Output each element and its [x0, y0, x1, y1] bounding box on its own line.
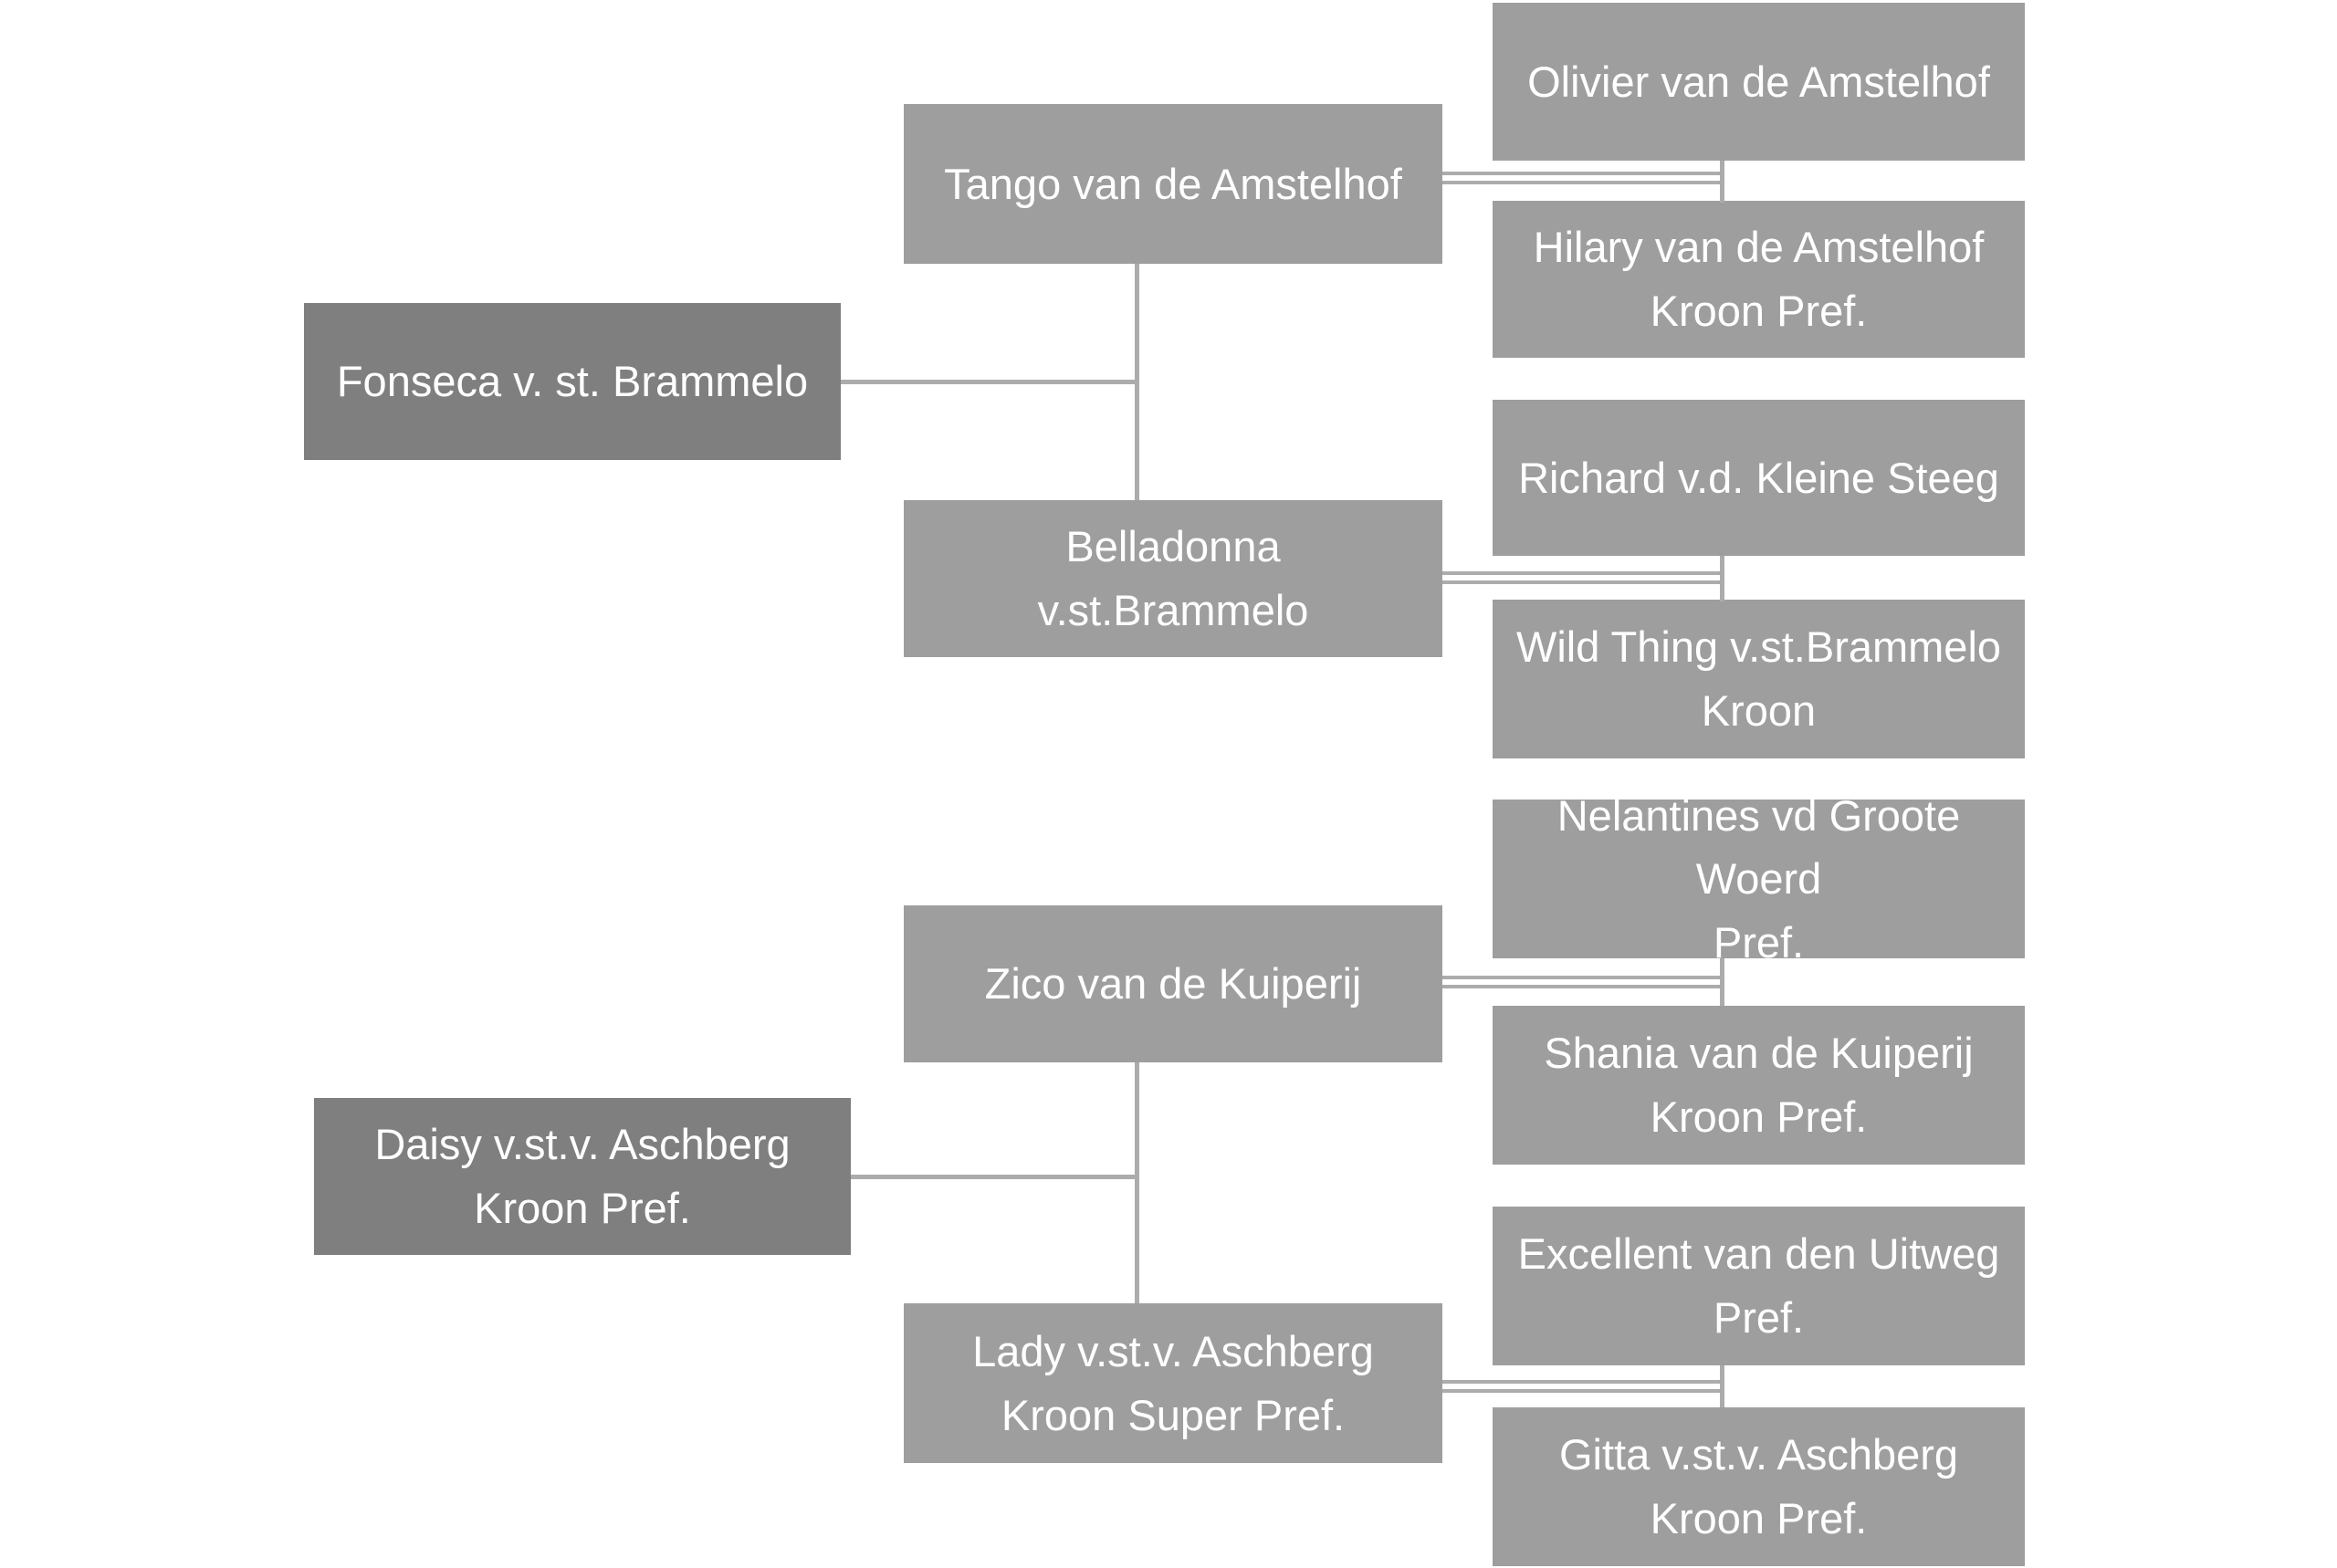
group1-sire-grandparents-cap: [1720, 161, 1724, 203]
group1-dam-grandparents-double-line: [1442, 571, 1724, 584]
group2-sire-label: Zico van de Kuiperij: [984, 959, 1362, 1009]
group2-sire-sire-node: Nelantines vd Groote Woerd Pref.: [1493, 791, 2025, 967]
group1-dam-node: Belladonna v.st.Brammelo: [904, 500, 1442, 657]
group2-dam-grandparents-double-line: [1442, 1380, 1724, 1393]
group2-sire-dam-label: Shania van de Kuiperij Kroon Pref.: [1544, 1029, 1974, 1141]
group1-subject-label: Fonseca v. st. Brammelo: [336, 357, 809, 406]
group2-dam-node: Lady v.st.v. Aschberg Kroon Super Pref.: [904, 1303, 1442, 1463]
group1-sire-label: Tango van de Amstelhof: [944, 159, 1402, 208]
group1-dam-sire-label: Richard v.d. Kleine Steeg: [1518, 453, 1999, 502]
group2-dam-sire-node: Excellent van den Uitweg Pref.: [1493, 1207, 2025, 1365]
group2-sire-dam-node: Shania van de Kuiperij Kroon Pref.: [1493, 1006, 2025, 1165]
group2-subject-node: Daisy v.st.v. Aschberg Kroon Pref.: [314, 1098, 851, 1255]
group1-dam-dam-node: Wild Thing v.st.Brammelo Kroon: [1493, 600, 2025, 758]
group2-parents-vline: [1135, 1062, 1139, 1303]
group2-sire-node: Zico van de Kuiperij: [904, 905, 1442, 1062]
group1-sire-sire-label: Olivier van de Amstelhof: [1527, 57, 1990, 106]
group1-subject-parents-hline: [841, 380, 1138, 384]
group2-sire-grandparents-double-line: [1442, 976, 1724, 988]
group1-sire-grandparents-double-line: [1442, 172, 1724, 184]
group2-sire-grandparents-cap: [1720, 958, 1724, 1006]
group2-subject-parents-hline: [851, 1175, 1138, 1179]
group2-sire-sire-label: Nelantines vd Groote Woerd Pref.: [1556, 790, 1961, 967]
group1-parents-vline: [1135, 264, 1139, 500]
group1-sire-node: Tango van de Amstelhof: [904, 104, 1442, 264]
group1-sire-sire-node: Olivier van de Amstelhof: [1493, 3, 2025, 161]
group1-dam-dam-label: Wild Thing v.st.Brammelo Kroon: [1515, 622, 2002, 735]
group2-subject-label: Daisy v.st.v. Aschberg Kroon Pref.: [374, 1120, 791, 1232]
group1-subject-node: Fonseca v. st. Brammelo: [304, 303, 841, 460]
group1-sire-dam-label: Hilary van de Amstelhof Kroon Pref.: [1533, 223, 1985, 335]
group2-dam-dam-label: Gitta v.st.v. Aschberg Kroon Pref.: [1558, 1430, 1959, 1542]
group2-dam-label: Lady v.st.v. Aschberg Kroon Super Pref.: [972, 1326, 1374, 1439]
group1-dam-grandparents-cap: [1720, 556, 1724, 601]
group2-dam-dam-node: Gitta v.st.v. Aschberg Kroon Pref.: [1493, 1407, 2025, 1566]
group2-dam-grandparents-cap: [1720, 1365, 1724, 1407]
group1-dam-label: Belladonna v.st.Brammelo: [1037, 522, 1309, 634]
group1-sire-dam-node: Hilary van de Amstelhof Kroon Pref.: [1493, 201, 2025, 358]
group2-dam-sire-label: Excellent van den Uitweg Pref.: [1517, 1229, 2000, 1342]
group1-dam-sire-node: Richard v.d. Kleine Steeg: [1493, 400, 2025, 556]
